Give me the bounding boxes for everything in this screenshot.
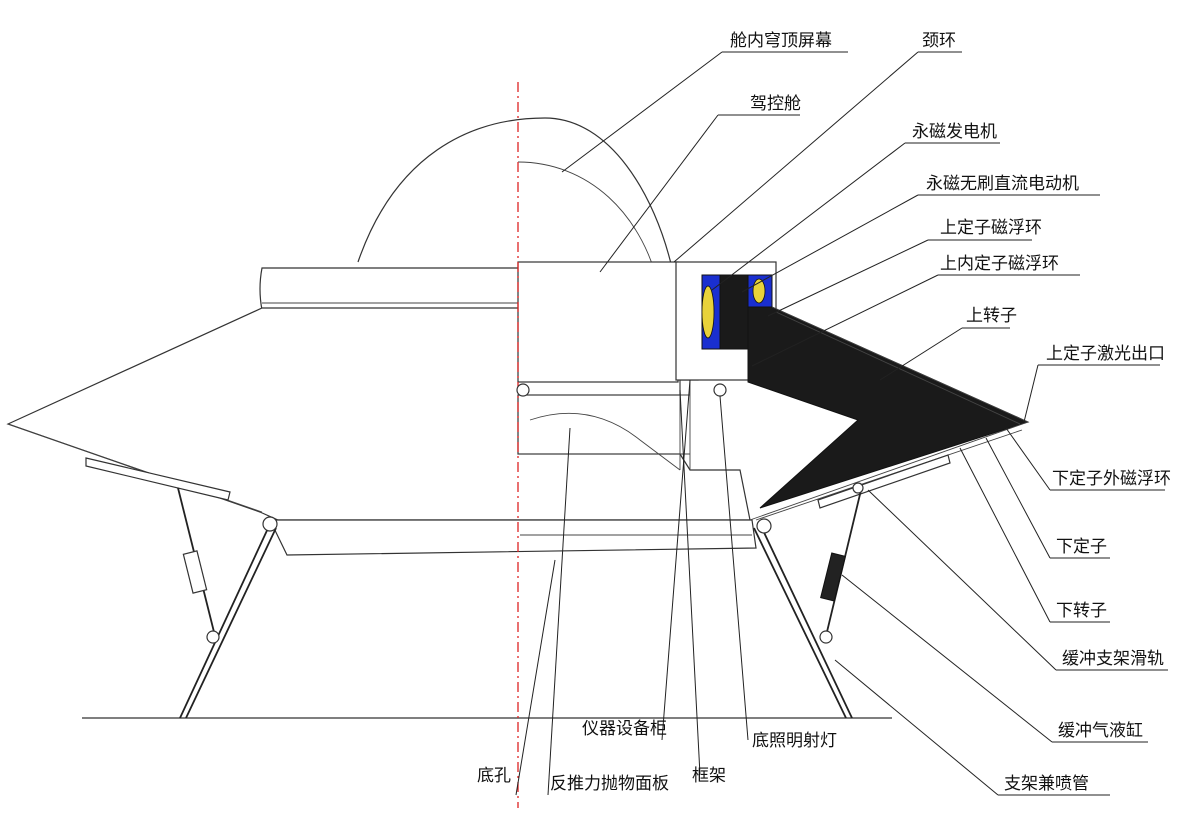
lower-skirt <box>269 519 757 556</box>
label-lower-stator-outer-ring: 下定子外磁浮环 <box>1052 469 1171 489</box>
label-bldc-motor: 永磁无刷直流电动机 <box>926 174 1079 194</box>
label-bottom-light: 底照明射灯 <box>752 731 837 751</box>
label-dome-screen: 舱内穹顶屏幕 <box>730 31 832 51</box>
label-pm-generator: 永磁发电机 <box>912 122 997 142</box>
label-frame: 框架 <box>692 766 726 786</box>
label-upper-stator-ring: 上定子磁浮环 <box>940 218 1042 238</box>
label-neck-ring: 颈环 <box>922 31 956 51</box>
label-cockpit: 驾控舱 <box>750 94 801 114</box>
labels: 舱内穹顶屏幕 颈环 驾控舱 永磁发电机 永磁无刷直流电动机 上定子磁浮环 上内定… <box>477 31 1171 794</box>
label-instrument-cabinet: 仪器设备柜 <box>582 719 667 739</box>
label-lower-stator: 下定子 <box>1056 537 1107 557</box>
label-upper-inner-stator-ring: 上内定子磁浮环 <box>940 254 1059 274</box>
label-reverse-panel: 反推力抛物面板 <box>550 774 669 794</box>
label-buffer-rail: 缓冲支架滑轨 <box>1062 649 1164 669</box>
landing-leg-right <box>753 482 864 719</box>
label-upper-rotor: 上转子 <box>966 306 1017 326</box>
label-bottom-hole: 底孔 <box>477 766 511 786</box>
label-upper-stator-laser: 上定子激光出口 <box>1046 344 1165 364</box>
wing-rails <box>85 454 951 509</box>
label-buffer-cylinder: 缓冲气液缸 <box>1058 720 1143 741</box>
cockpit-frame <box>517 261 699 471</box>
label-support-nozzle: 支架兼喷管 <box>1004 774 1089 794</box>
leader-lines <box>561 51 1168 796</box>
bottom-leader-lines <box>515 379 749 796</box>
landing-leg-left <box>177 487 278 719</box>
label-lower-rotor: 下转子 <box>1056 601 1107 621</box>
rotor-assembly <box>747 306 1030 521</box>
